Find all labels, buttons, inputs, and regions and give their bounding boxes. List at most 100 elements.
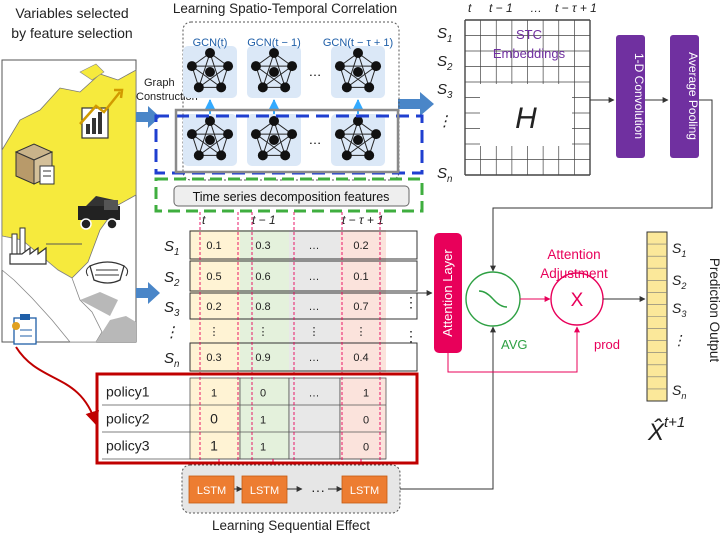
policy-cell: 0 bbox=[363, 415, 369, 427]
graph-node bbox=[257, 82, 268, 93]
graph-edge bbox=[339, 133, 370, 156]
learning-sequential-effect: Learning Sequential Effect bbox=[212, 518, 370, 533]
graph-construction-label-2: Construction bbox=[136, 91, 198, 103]
policy-table-column bbox=[339, 377, 387, 460]
decomposition-green-frame bbox=[154, 177, 424, 213]
graph-node bbox=[250, 129, 261, 140]
matrix-row-header: S3 bbox=[437, 81, 453, 101]
policy-table-column bbox=[288, 377, 341, 460]
lstm-cell bbox=[188, 475, 235, 504]
attention-adjustment-line2: Adjustment bbox=[540, 266, 608, 281]
value-cell: … bbox=[309, 301, 320, 313]
output-row-label: ⋮ bbox=[672, 332, 686, 348]
policy-cell: 1 bbox=[210, 438, 218, 454]
graph-node bbox=[353, 135, 363, 145]
attention-adjustment-line1: Attention bbox=[547, 247, 600, 262]
value-table-column bbox=[240, 230, 289, 372]
policy-red-frame bbox=[95, 372, 419, 465]
output-row-label: S3 bbox=[672, 300, 686, 319]
to-value-table-arrow bbox=[136, 282, 160, 304]
value-row-label: S2 bbox=[164, 269, 180, 289]
value-col-header: t − τ + 1 bbox=[342, 213, 384, 227]
xhat-symbol: X̂ bbox=[647, 418, 665, 446]
value-table-column bbox=[289, 230, 340, 372]
value-cell: 0.3 bbox=[206, 352, 221, 364]
policy-document-icon bbox=[12, 314, 37, 345]
graph-node bbox=[205, 135, 215, 145]
graph-node bbox=[269, 135, 279, 145]
graph-node bbox=[257, 150, 268, 161]
value-table-ellipsis: ⋮ bbox=[404, 328, 418, 344]
conv-label: 1-D Convolution bbox=[632, 53, 646, 139]
value-table-tail bbox=[386, 230, 417, 372]
variables-title-line2: by feature selection bbox=[11, 25, 132, 41]
value-table-column bbox=[340, 230, 386, 372]
decomposition-label: Time series decomposition features bbox=[193, 190, 390, 204]
graph-edge bbox=[346, 52, 359, 88]
output-row-label: S2 bbox=[672, 272, 686, 291]
graph-node bbox=[193, 82, 204, 93]
value-cell: 0.9 bbox=[255, 352, 270, 364]
graph-node bbox=[341, 150, 352, 161]
graph-node bbox=[269, 67, 279, 77]
gcn-label-t-1: GCN(t − 1) bbox=[247, 37, 300, 49]
graph-node bbox=[269, 116, 279, 126]
value-table-row bbox=[189, 260, 418, 292]
value-row-label: S3 bbox=[164, 299, 180, 319]
graph-node bbox=[334, 129, 345, 140]
attention-layer-label: Attention Layer bbox=[440, 249, 455, 337]
gcn-ellipsis: … bbox=[309, 64, 322, 79]
value-table-ellipsis: ⋮ bbox=[404, 294, 418, 310]
graph-edge bbox=[191, 133, 222, 156]
pool-to-avg-connector bbox=[490, 99, 713, 272]
prod-label: prod bbox=[594, 337, 620, 352]
graph-edge bbox=[255, 65, 286, 88]
graph-edge bbox=[209, 120, 222, 156]
graph-edge bbox=[191, 65, 222, 88]
policy-row-label: policy3 bbox=[106, 438, 150, 454]
pool-box bbox=[670, 35, 699, 158]
value-cell: 0.3 bbox=[255, 240, 270, 252]
value-cell: 0.7 bbox=[353, 301, 368, 313]
attention-layer-box bbox=[434, 233, 462, 353]
variables-title-line1: Variables selected bbox=[15, 5, 128, 21]
lstm-to-avg-connector bbox=[400, 326, 496, 490]
lstm-cell bbox=[241, 475, 288, 504]
value-row-label: Sn bbox=[164, 350, 179, 370]
value-col-header: t bbox=[202, 213, 206, 227]
policy-cell: 0 bbox=[210, 411, 218, 427]
graph-construction-arrow bbox=[136, 106, 160, 128]
graph-node bbox=[205, 67, 215, 77]
avg-label: AVG bbox=[501, 337, 528, 352]
value-cell: 0.2 bbox=[206, 301, 221, 313]
output-row-label: S1 bbox=[672, 240, 686, 259]
stc-embeddings-line2: Embeddings bbox=[493, 46, 566, 61]
graph-node bbox=[205, 116, 215, 126]
graph-node bbox=[364, 82, 375, 93]
policy-row-label: policy1 bbox=[106, 384, 150, 400]
policy-table-column bbox=[189, 377, 241, 460]
conv-box bbox=[616, 35, 645, 158]
graph-node bbox=[193, 150, 204, 161]
value-cell: ⋮ bbox=[258, 326, 269, 338]
stc-embeddings-line1: STC bbox=[516, 27, 542, 42]
graph-edge bbox=[346, 65, 377, 88]
graph-edge bbox=[198, 52, 211, 88]
lstm-cell-label: LSTM bbox=[197, 485, 226, 497]
graph-node bbox=[371, 61, 382, 72]
graph-node bbox=[287, 61, 298, 72]
policy-cell: 0 bbox=[260, 388, 266, 400]
value-cell: … bbox=[309, 240, 320, 252]
matrix-col-header: t − τ + 1 bbox=[555, 1, 597, 15]
value-table-row bbox=[189, 230, 418, 260]
value-col-header: t − 1 bbox=[252, 213, 276, 227]
matrix-col-header: t bbox=[468, 1, 472, 15]
graph-node bbox=[216, 150, 227, 161]
matrix-col-header: … bbox=[530, 1, 542, 15]
sine-wave-icon bbox=[478, 290, 508, 308]
matrix-row-header: Sn bbox=[437, 165, 452, 185]
graph-edge bbox=[346, 120, 359, 156]
matrix-row-header: S2 bbox=[437, 53, 453, 73]
